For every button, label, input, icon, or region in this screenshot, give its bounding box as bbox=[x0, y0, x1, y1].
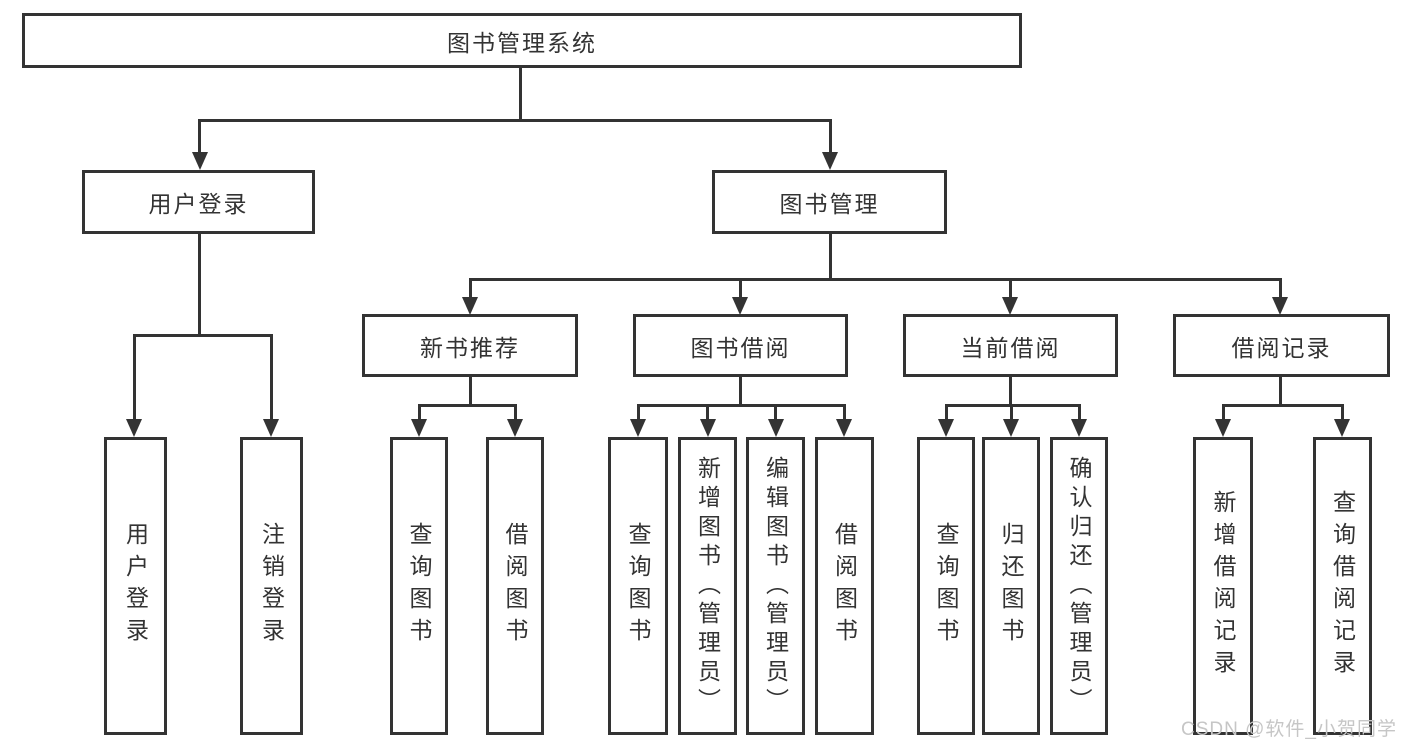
connector-level2-split bbox=[198, 119, 832, 122]
arrowhead-borrow-records bbox=[1272, 297, 1288, 315]
node-book-borrow: 图书借阅 bbox=[633, 314, 848, 377]
connector-shaft-cb-query bbox=[945, 404, 948, 420]
connector-shaft-br-query bbox=[1341, 404, 1344, 420]
arrowhead-br-query bbox=[1334, 419, 1350, 437]
connector-new-book-trunk bbox=[469, 377, 472, 405]
connector-shaft-bb-query bbox=[637, 404, 640, 420]
connector-book-management-trunk bbox=[829, 234, 832, 279]
leaf-records-query-record: 查询借阅记录 bbox=[1313, 437, 1372, 735]
connector-shaft-cb-confirm bbox=[1078, 404, 1081, 420]
node-borrow-records: 借阅记录 bbox=[1173, 314, 1390, 377]
arrowhead-bb-borrow bbox=[836, 419, 852, 437]
connector-shaft-book-borrow bbox=[739, 278, 742, 298]
node-new-book-recommend: 新书推荐 bbox=[362, 314, 578, 377]
arrowhead-leaf-user-login bbox=[126, 419, 142, 437]
connector-user-login-split bbox=[133, 334, 273, 337]
node-user-login: 用户登录 bbox=[82, 170, 315, 234]
connector-shaft-nb-borrow bbox=[514, 404, 517, 420]
arrowhead-leaf-logout bbox=[263, 419, 279, 437]
arrowhead-br-add bbox=[1215, 419, 1231, 437]
arrowhead-bb-edit bbox=[768, 419, 784, 437]
connector-shaft-bb-borrow bbox=[843, 404, 846, 420]
arrowhead-nb-borrow bbox=[507, 419, 523, 437]
connector-shaft-new-book bbox=[469, 278, 472, 298]
connector-shaft-current-borrow bbox=[1009, 278, 1012, 298]
arrowhead-book-borrow bbox=[732, 297, 748, 315]
node-root: 图书管理系统 bbox=[22, 13, 1022, 68]
leaf-borrow-borrow-books: 借阅图书 bbox=[815, 437, 874, 735]
watermark: CSDN @软件_小贺同学 bbox=[1181, 719, 1397, 740]
connector-shaft-borrow-records bbox=[1279, 278, 1282, 298]
arrowhead-new-book bbox=[462, 297, 478, 315]
connector-shaft-br-add bbox=[1222, 404, 1225, 420]
connector-book-borrow-trunk bbox=[739, 377, 742, 405]
leaf-user-login: 用户登录 bbox=[104, 437, 167, 735]
connector-shaft-book-management bbox=[829, 119, 832, 153]
arrowhead-bb-add bbox=[700, 419, 716, 437]
connector-shaft-nb-query bbox=[418, 404, 421, 420]
connector-new-book-split bbox=[418, 404, 517, 407]
arrowhead-book-management bbox=[822, 152, 838, 170]
leaf-borrow-edit-books-admin: 编辑图书（管理员） bbox=[746, 437, 805, 735]
leaf-borrow-query-books: 查询图书 bbox=[608, 437, 668, 735]
connector-level3-split bbox=[469, 278, 1282, 281]
leaf-newbook-borrow-books: 借阅图书 bbox=[486, 437, 544, 735]
leaf-records-add-record: 新增借阅记录 bbox=[1193, 437, 1253, 735]
connector-shaft-leaf-logout bbox=[270, 334, 273, 419]
arrowhead-current-borrow bbox=[1002, 297, 1018, 315]
leaf-newbook-query-books: 查询图书 bbox=[390, 437, 448, 735]
connector-shaft-cb-return bbox=[1010, 404, 1013, 420]
leaf-current-return-books: 归还图书 bbox=[982, 437, 1040, 735]
connector-book-borrow-split bbox=[637, 404, 846, 407]
connector-shaft-bb-edit bbox=[774, 404, 777, 420]
connector-shaft-leaf-user-login bbox=[133, 334, 136, 419]
arrowhead-user-login bbox=[192, 152, 208, 170]
connector-shaft-user-login bbox=[198, 119, 201, 153]
connector-current-borrow-trunk bbox=[1009, 377, 1012, 405]
connector-root-trunk bbox=[519, 68, 522, 121]
leaf-current-query-books: 查询图书 bbox=[917, 437, 975, 735]
connector-shaft-bb-add bbox=[706, 404, 709, 420]
node-current-borrow: 当前借阅 bbox=[903, 314, 1118, 377]
connector-user-login-trunk bbox=[198, 234, 201, 335]
arrowhead-cb-query bbox=[938, 419, 954, 437]
arrowhead-bb-query bbox=[630, 419, 646, 437]
connector-borrow-records-trunk bbox=[1279, 377, 1282, 405]
node-book-management: 图书管理 bbox=[712, 170, 947, 234]
leaf-logout-login: 注销登录 bbox=[240, 437, 303, 735]
arrowhead-nb-query bbox=[411, 419, 427, 437]
leaf-borrow-add-books-admin: 新增图书（管理员） bbox=[678, 437, 737, 735]
leaf-current-confirm-return-admin: 确认归还（管理员） bbox=[1050, 437, 1108, 735]
connector-borrow-records-split bbox=[1222, 404, 1343, 407]
arrowhead-cb-return bbox=[1003, 419, 1019, 437]
arrowhead-cb-confirm bbox=[1071, 419, 1087, 437]
